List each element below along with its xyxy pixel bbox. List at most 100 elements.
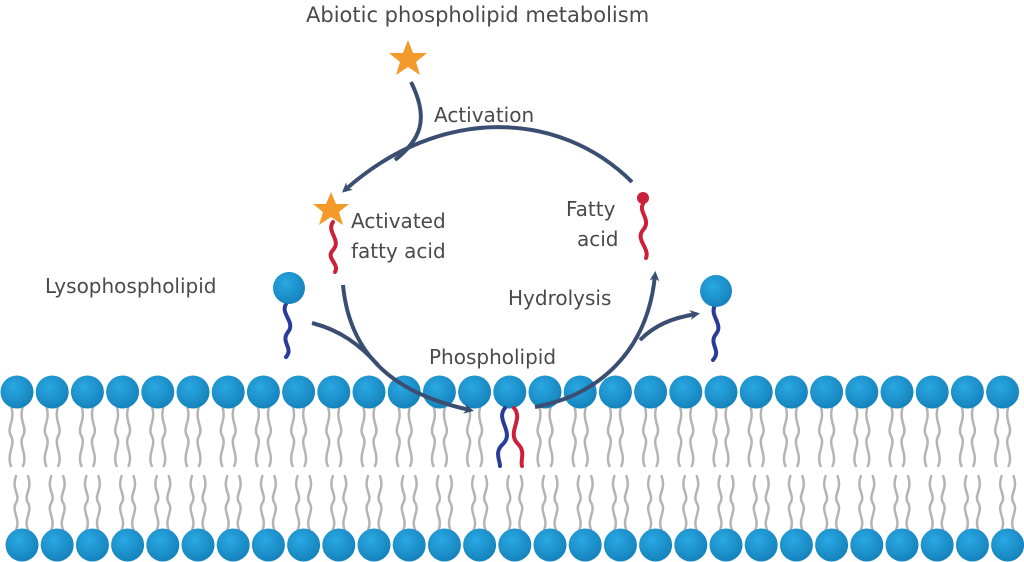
lipid-head [498,528,532,562]
lipid-tail [20,404,26,468]
lipid-tail [506,474,512,532]
lipid-head [955,528,989,562]
lipid-tail [365,474,371,532]
fatty-acid-tail [638,202,649,260]
label-fatty-acid-2: acid [577,227,619,251]
lipid-head [920,528,954,562]
lipid-tail [641,404,648,468]
lipid-head [774,375,808,409]
lipid-tail [161,404,167,468]
lysophospholipid-right-head [700,275,732,307]
hydrolysis-arrow-lysophospholipid [638,310,700,342]
activated-fatty-acid-star-icon [313,192,349,225]
lipid-tail [893,474,899,532]
lipid-tail [1010,474,1017,532]
lipid-tail [817,404,824,468]
lipid-head [779,528,813,562]
lipid-tail [301,404,308,468]
lipid-tail [653,404,660,468]
lipid-tail [196,404,202,468]
lipid-head [634,375,668,409]
lipid-tail [442,404,449,468]
lipid-tail [377,474,383,532]
lipid-tail [794,404,801,468]
label-hydrolysis: Hydrolysis [508,286,612,310]
lipid-tail [822,474,829,532]
lipid-tail [905,474,911,532]
lipid-head [5,528,39,562]
lipid-tail [149,404,155,468]
lipid-tail [154,474,160,532]
lipid-head [568,528,602,562]
label-lysophospholipid: Lysophospholipid [45,274,217,298]
lipid-tail [853,404,859,468]
bilayer-heads [0,375,1024,562]
lysophospholipid-left-head [273,272,305,304]
lipid-tail [13,474,19,532]
lipid-head [317,375,351,409]
lipid-tail [588,474,594,532]
lysophospholipid-right-tail [711,303,721,362]
lipid-tail [254,404,261,468]
diagram-title: Abiotic phospholipid metabolism [306,3,650,27]
lipid-tail [166,474,172,532]
lipid-tail [118,474,125,532]
lipid-tail [43,404,49,468]
lipid-tail [993,404,1000,468]
lipid-head [493,375,527,409]
lipid-tail [125,404,132,468]
lipid-tail [325,404,331,468]
lipid-tail [548,404,554,468]
lipid-head [458,375,492,409]
lipid-head [669,375,703,409]
lipid-bilayer [0,375,1024,562]
lipid-tail [782,404,789,468]
label-phospholipid: Phospholipid [429,345,557,369]
lipid-head [845,375,879,409]
bilayer-tails [8,404,1017,532]
lipid-tail [888,404,894,468]
lipid-head [322,528,356,562]
lipid-tail [95,474,102,532]
lipid-head [744,528,778,562]
activated-fatty-acid-molecule [313,192,349,274]
lysophospholipid-left-tail [282,302,293,359]
lipid-head [357,528,391,562]
lipid-head [533,528,567,562]
lipid-head [950,375,984,409]
hydrolysis-arrow-fatty-acid [534,271,660,409]
lipid-head [246,375,280,409]
phospholipid-blue-tail [496,406,509,468]
lipid-tail [90,404,97,468]
lipid-tail [724,404,730,468]
lipid-tail [536,404,542,468]
lipid-tail [606,404,613,468]
lipid-head [75,528,109,562]
lipid-tail [78,404,85,468]
lipid-tail [712,404,718,468]
lipid-tail [372,404,378,468]
lipid-tail [219,404,225,468]
lipid-tail [60,474,66,532]
lipid-head [40,528,74,562]
lipid-tail [470,474,477,532]
lipid-tail [400,474,406,532]
lipid-tail [306,474,313,532]
lipid-tail [130,474,137,532]
label-fatty-acid-1: Fatty [566,197,616,221]
lipid-head [251,528,285,562]
lipid-head [427,528,461,562]
lipid-tail [571,404,577,468]
label-activated-fatty-acid-2: fatty acid [351,239,446,263]
lipid-head [282,375,316,409]
activated-fatty-acid-tail [328,220,339,274]
fatty-acid-molecule [637,192,649,260]
lipid-head [35,375,69,409]
lipid-tail [8,404,14,468]
lipid-tail [447,474,454,532]
lipid-tail [834,474,841,532]
lipid-tail [289,404,296,468]
lipid-head [387,375,421,409]
lipid-tail [970,404,977,468]
